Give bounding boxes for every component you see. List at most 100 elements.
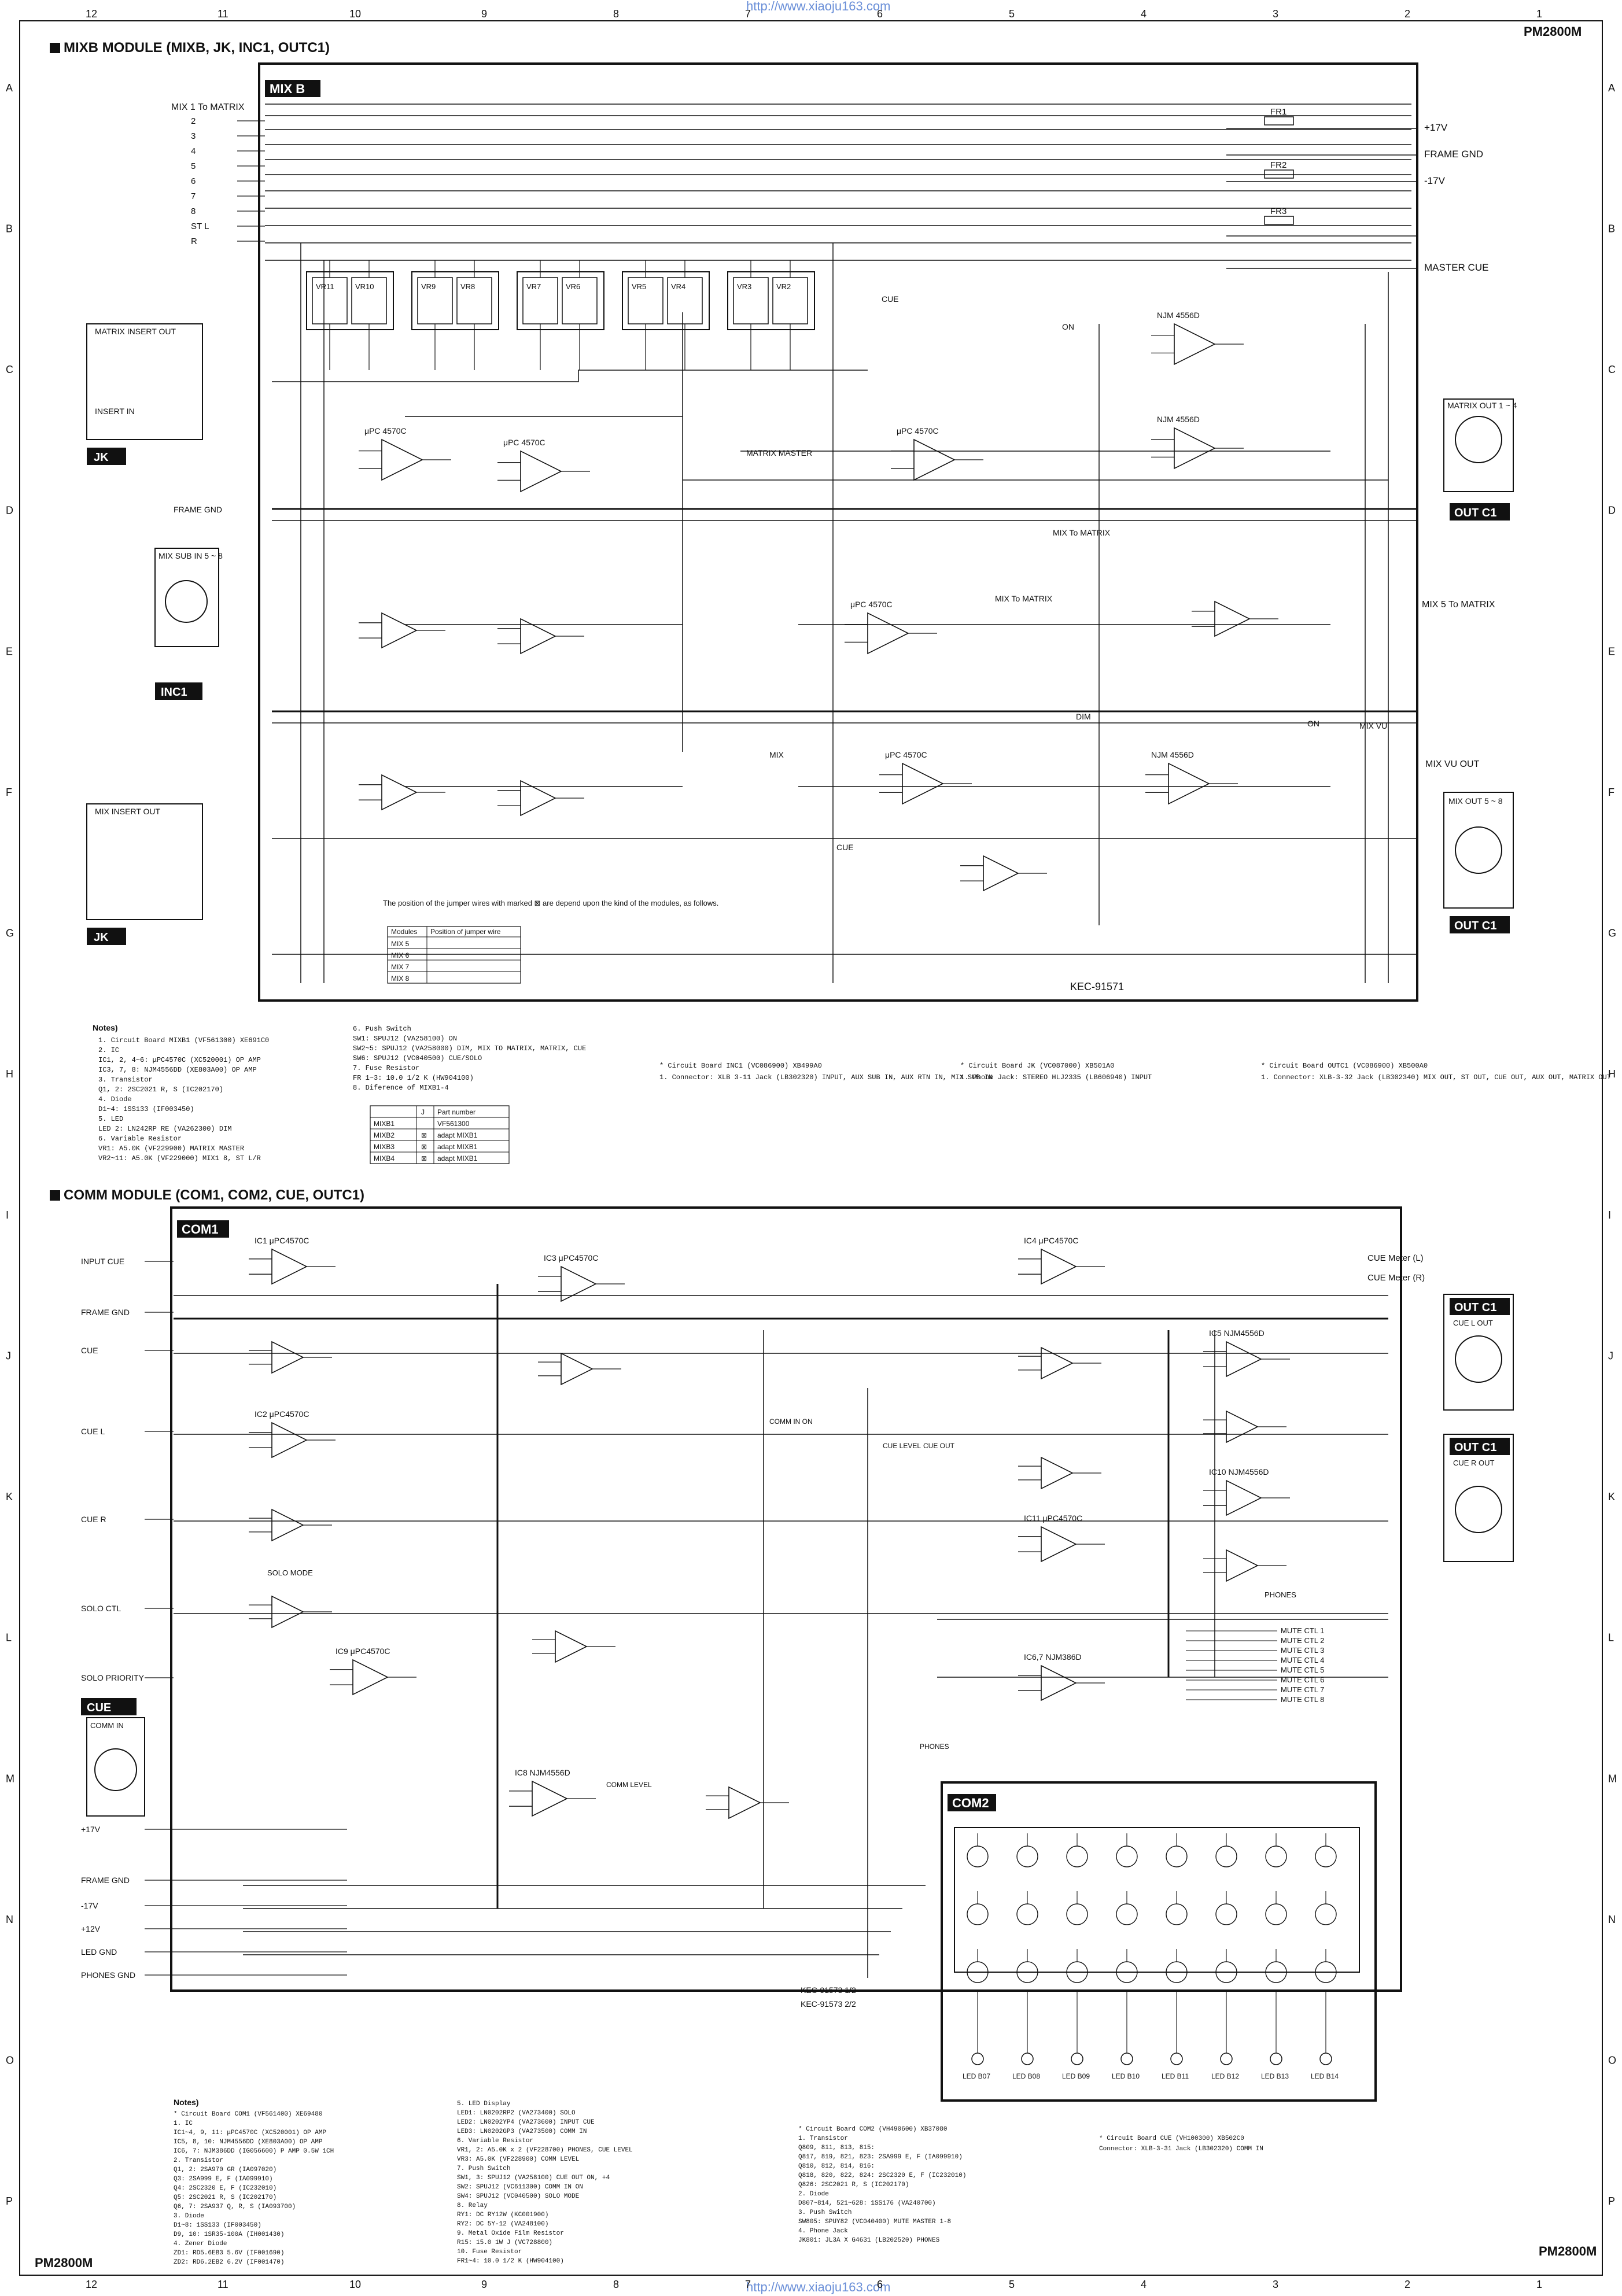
opamp-label: IC2 μPC4570C bbox=[255, 1409, 309, 1419]
comm-left-label: FRAME GND bbox=[81, 1308, 130, 1317]
grid-row-label: K bbox=[6, 1491, 13, 1503]
note-line: 7. Fuse Resistor bbox=[353, 1064, 419, 1072]
cue-r-out-connector bbox=[1443, 1434, 1514, 1562]
led-symbol bbox=[1021, 2053, 1034, 2065]
note-line: IC5, 8, 10: NJM4556DD (XE803A00) OP AMP bbox=[174, 2139, 323, 2146]
opamp-label: μPC 4570C bbox=[850, 600, 893, 609]
notes-title: Notes) bbox=[174, 2098, 199, 2107]
comm-left-label: SOLO PRIORITY bbox=[81, 1673, 145, 1682]
opamp-symbol bbox=[1018, 1456, 1101, 1490]
outc1b-tag bbox=[1450, 916, 1510, 933]
grid-row-label: I bbox=[6, 1209, 9, 1221]
jumper-row: MIX 7 bbox=[391, 963, 410, 971]
xlr-comm-in bbox=[94, 1748, 137, 1791]
opamp-symbol bbox=[1192, 600, 1278, 637]
transistor-symbol bbox=[1116, 1903, 1138, 1925]
vr-pair-frame bbox=[306, 271, 394, 330]
opamp-label: IC6,7 NJM386D bbox=[1024, 1652, 1082, 1662]
comm-rail-label: +12V bbox=[81, 1924, 101, 1933]
note-line: IC6, 7: NJM386DD (IG056600) P AMP 0.5W 1… bbox=[174, 2148, 334, 2155]
grid-row-label: B bbox=[1608, 223, 1615, 234]
comm-left-label: CUE bbox=[81, 1346, 98, 1355]
opamp-symbol bbox=[249, 1422, 336, 1459]
cue-l-out-label: CUE L OUT bbox=[1453, 1319, 1493, 1327]
diff-table-cell: VF561300 bbox=[437, 1120, 470, 1128]
mix-list-item: ST L bbox=[191, 222, 209, 231]
inc1-label: INC1 bbox=[161, 686, 187, 699]
outc1-r-tag bbox=[1450, 1438, 1510, 1455]
note-line: 3. Transistor bbox=[98, 1076, 153, 1084]
opamp-label: μPC 4570C bbox=[503, 438, 545, 447]
opamp-label: μPC 4570C bbox=[897, 426, 939, 435]
note-line: SW6: SPUJ12 (VC040500) CUE/SOLO bbox=[353, 1054, 482, 1062]
jumper-head-position: Position of jumper wire bbox=[430, 928, 501, 936]
mute-ctl-label: MUTE CTL 4 bbox=[1281, 1656, 1324, 1664]
opamp-symbol bbox=[532, 1630, 615, 1663]
opamp-symbol bbox=[1018, 1526, 1105, 1563]
opamp-symbol bbox=[1203, 1341, 1290, 1378]
solo-mode-label: SOLO MODE bbox=[267, 1568, 313, 1577]
outc1-l-label: OUT C1 bbox=[1454, 1301, 1496, 1314]
grid-col-label: 6 bbox=[877, 2279, 883, 2290]
xlr-matrix-out bbox=[1455, 416, 1502, 463]
diff-table-cell: MIXB2 bbox=[374, 1131, 395, 1139]
fuse-fr1 bbox=[1264, 116, 1294, 125]
note-line: VR2~11: A5.0K (VF229000) MIX1 8, ST L/R bbox=[98, 1154, 261, 1162]
frame-gnd-label: FRAME GND bbox=[174, 505, 222, 514]
opamp-symbol bbox=[891, 438, 983, 481]
cue-l-out-connector bbox=[1443, 1294, 1514, 1411]
watermark-top: http://www.xiaoju163.com bbox=[746, 0, 890, 13]
note-line: JK801: JL3A X G4631 (LB202520) PHONES bbox=[798, 2237, 940, 2244]
led-label: LED B13 bbox=[1261, 2072, 1289, 2080]
insert-in-label: INSERT IN bbox=[95, 407, 135, 416]
opamp-label: IC10 NJM4556D bbox=[1209, 1467, 1269, 1476]
grid-col-label: 4 bbox=[1141, 8, 1147, 20]
note-line: 7. Push Switch bbox=[457, 2165, 510, 2172]
comm-left-label: INPUT CUE bbox=[81, 1257, 124, 1266]
note-line: Q5: 2SC2021 R, S (IC202170) bbox=[174, 2194, 277, 2201]
diff-table-cell: MIXB1 bbox=[374, 1120, 395, 1128]
grid-col-label: 12 bbox=[86, 8, 97, 20]
led-symbol bbox=[1120, 2053, 1133, 2065]
opamp-symbol bbox=[249, 1595, 332, 1629]
opamp-symbol bbox=[497, 450, 590, 493]
opamp-symbol bbox=[359, 612, 445, 649]
mix5-to-matrix-label: MIX 5 To MATRIX bbox=[1422, 600, 1495, 610]
mute-ctl-label: MUTE CTL 3 bbox=[1281, 1646, 1324, 1655]
diff-table-cell: ⊠ bbox=[421, 1154, 427, 1162]
grid-col-label: 11 bbox=[218, 2279, 228, 2290]
mixb-bus-lines bbox=[265, 104, 1411, 261]
jk-label: JK bbox=[94, 451, 109, 464]
sheet-border bbox=[19, 20, 1603, 2276]
opamp-label: IC4 μPC4570C bbox=[1024, 1236, 1078, 1245]
com2-board-outline bbox=[941, 1781, 1377, 2102]
transistor-symbol bbox=[1066, 1845, 1088, 1867]
grid-row-label: H bbox=[6, 1068, 13, 1080]
comm-rail-label: FRAME GND bbox=[81, 1876, 130, 1885]
opamp-label: μPC 4570C bbox=[364, 426, 407, 435]
note-line: Q809, 811, 813, 815: bbox=[798, 2144, 875, 2151]
note-line: Q4: 2SC2320 E, F (IC232010) bbox=[174, 2185, 277, 2192]
note-line: LED3: LN0202GP3 (VA273500) COMM IN bbox=[457, 2128, 587, 2135]
mix-list-item: 4 bbox=[191, 146, 196, 156]
cue-switch-label: CUE bbox=[882, 294, 899, 304]
note-line: IC1~4, 9, 11: μPC4570C (XC520001) OP AMP bbox=[174, 2129, 326, 2136]
grid-col-label: 10 bbox=[349, 2279, 361, 2290]
comm-left-label: SOLO CTL bbox=[81, 1604, 121, 1613]
led-symbol bbox=[1319, 2053, 1332, 2065]
grid-row-label: M bbox=[6, 1773, 14, 1784]
grid-col-label: 10 bbox=[349, 8, 361, 20]
led-symbol bbox=[1170, 2053, 1183, 2065]
mix-vu-label: MIX VU bbox=[1359, 721, 1387, 730]
opamp-symbol bbox=[330, 1659, 416, 1696]
matrix-insert-jack-box bbox=[86, 323, 203, 440]
grid-row-label: G bbox=[1608, 928, 1616, 939]
note-line: Q817, 819, 821, 823: 2SA999 E, F (IA0999… bbox=[798, 2154, 963, 2161]
board-note-line: 1. Connector: XLB 3-11 Jack (LB302320) I… bbox=[659, 1073, 993, 1081]
vr-pot-label: VR11 bbox=[316, 282, 334, 291]
note-line: * Circuit Board COM2 (VH490600) XB37080 bbox=[798, 2126, 947, 2133]
